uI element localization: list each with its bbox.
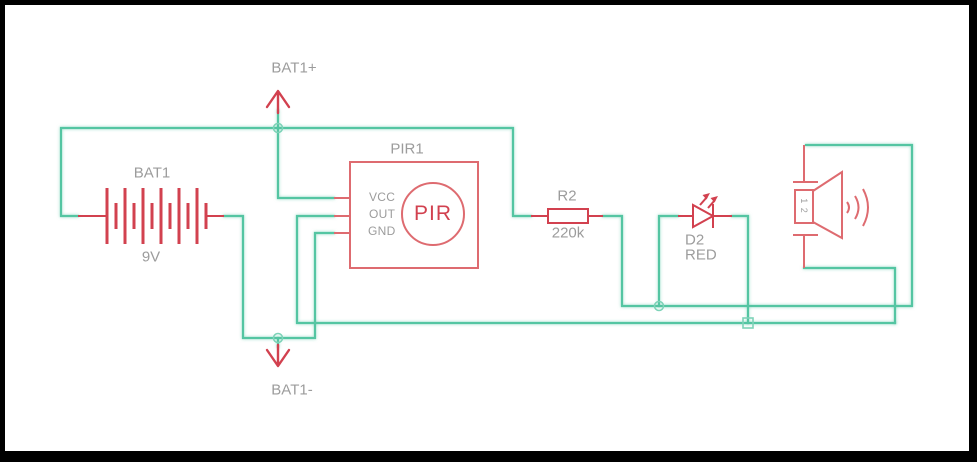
wire-vcc[interactable] [276,126,336,200]
led-emission-arrows-icon [699,193,718,209]
battery-plates-short [114,203,208,229]
battery-minus-arrow-icon[interactable] [265,343,291,368]
pir-ref-label: PIR1 [390,140,424,158]
resistor-body [547,208,589,224]
speaker-symbol[interactable] [793,145,869,268]
pir-pin-stubs [334,197,350,234]
resistor-value-label: 220k [551,224,585,242]
battery-value-label: 9V [141,248,161,266]
pir-lens-circle [401,182,465,246]
speaker-terminal-plates [793,181,818,236]
wire-led-cathode[interactable] [730,214,750,325]
junction-dot-led-anode [653,300,665,312]
power-negative-label: BAT1- [271,381,313,399]
battery-plates-long [105,188,199,244]
pir-pin-label-out: OUT [369,207,396,221]
battery-symbol[interactable] [78,188,224,244]
junction-markers [272,122,754,344]
pir-pin-label-vcc: VCC [369,190,396,204]
wire-speaker-bottom[interactable] [802,266,897,325]
resistor-ref-label: R2 [557,187,577,205]
power-positive-label: BAT1+ [271,59,317,77]
pir-core-label: PIR [413,202,453,225]
sound-waves-icon [846,188,869,227]
led-triangle [692,203,716,229]
pir-pin-label-gnd: GND [368,224,396,238]
led-value-label: RED [685,246,717,264]
pir-module-symbol[interactable] [334,161,479,269]
wire-battery-plus-rail[interactable] [59,126,533,218]
wires [59,108,914,349]
junction-dot-batminus [272,332,284,344]
wire-led-anode[interactable] [657,214,680,308]
speaker-coil-box [794,189,814,224]
junction-square-led-cathode [742,317,754,329]
battery-plus-arrow-icon[interactable] [265,89,291,115]
wire-r2-to-speaker-top[interactable] [601,143,914,308]
led-ref-label: D2 [685,231,705,249]
speaker-pin-numbers: 1 2 [799,198,809,214]
resistor-symbol[interactable] [531,208,603,224]
canvas-background [5,5,969,451]
battery-ref-label: BAT1 [133,164,171,182]
led-symbol[interactable] [678,193,732,229]
junction-dot-batplus [272,122,284,134]
wire-out-rail[interactable] [295,214,897,325]
